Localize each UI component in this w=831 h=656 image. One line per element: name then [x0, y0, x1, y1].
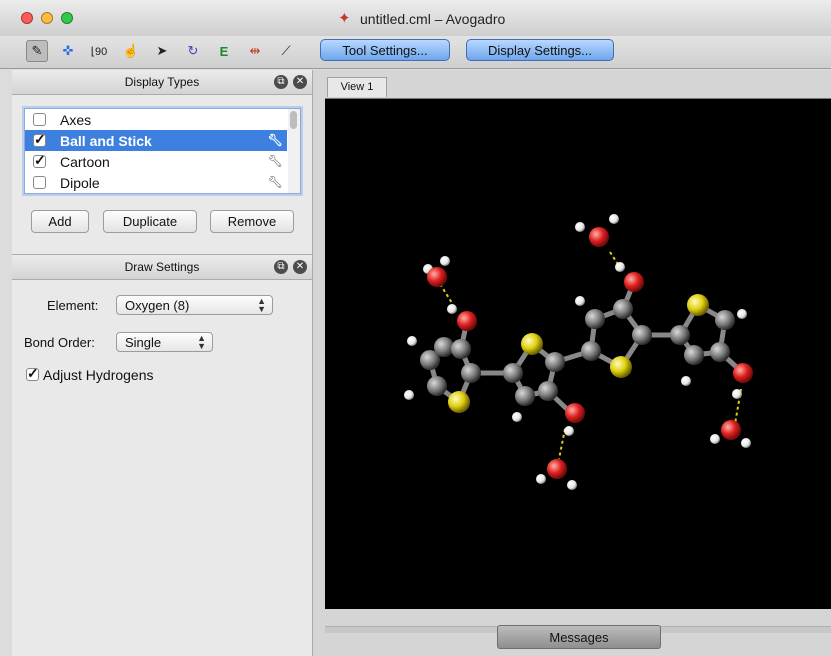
adjust-hydrogens-checkbox[interactable]	[26, 365, 39, 382]
list-item[interactable]: Cartoon 🔧︎	[25, 151, 287, 172]
manipulate-tool-icon: ☝	[122, 43, 140, 58]
list-item[interactable]: Axes	[25, 109, 287, 130]
measure-tool-button[interactable]: ⌊90	[88, 40, 110, 62]
optimize-tool-button[interactable]: E	[213, 40, 235, 62]
select-arrows-icon: ▲▼	[197, 333, 206, 351]
manipulate-tool-button[interactable]: ☝	[120, 40, 142, 62]
rotate-tool-icon: ↻	[187, 43, 199, 58]
toolbar: ✎ ✜ ⌊90 ☝ ➤ ↻ E ⇹ ⟋ Tool Settings... Dis…	[0, 36, 831, 69]
list-scrollbar[interactable]	[288, 109, 300, 193]
scrollbar-thumb[interactable]	[290, 111, 297, 129]
display-types-header: Display Types ⧉ ✕	[12, 70, 312, 95]
display-type-checkbox[interactable]	[33, 152, 46, 169]
display-types-title: Display Types	[124, 75, 200, 89]
add-button[interactable]: Add	[31, 210, 89, 233]
display-type-label: Dipole	[60, 174, 100, 191]
molecule-viewport[interactable]	[325, 98, 831, 609]
tab-view-1[interactable]: View 1	[327, 77, 387, 97]
element-label: Element:	[47, 298, 99, 313]
navigate-tool-icon: ✜	[62, 43, 74, 58]
zoom-window-button[interactable]	[61, 12, 73, 24]
bond-order-select[interactable]: Single ▲▼	[116, 332, 213, 352]
draw-tool-icon: ✎	[31, 43, 43, 58]
display-type-checkbox[interactable]	[33, 131, 46, 148]
select-tool-icon: ➤	[156, 43, 168, 58]
remove-button[interactable]: Remove	[210, 210, 294, 233]
avogadro-logo-icon: ✦	[338, 10, 351, 27]
align-tool-icon: ⇹	[249, 43, 261, 58]
messages-button[interactable]: Messages	[497, 625, 661, 649]
adjust-hydrogens-label: Adjust Hydrogens	[43, 367, 154, 383]
duplicate-button[interactable]: Duplicate	[103, 210, 197, 233]
view-area: View 1	[313, 70, 831, 656]
bond-order-value: Single	[125, 334, 162, 350]
element-value: Oxygen (8)	[125, 297, 190, 313]
title-bar: ✦ untitled.cml – Avogadro	[0, 0, 831, 37]
float-panel-icon[interactable]: ⧉	[274, 75, 288, 89]
display-type-label: Axes	[60, 111, 92, 128]
element-select[interactable]: Oxygen (8) ▲▼	[116, 295, 273, 315]
bond-tool-icon: ⟋	[281, 43, 291, 58]
display-type-label: Ball and Stick	[60, 132, 152, 149]
wrench-icon[interactable]: 🔧︎	[267, 175, 283, 189]
left-dock-panel: Display Types ⧉ ✕ Axes Ball and Stick 🔧︎…	[12, 70, 313, 656]
align-tool-button[interactable]: ⇹	[244, 40, 266, 62]
tool-settings-button[interactable]: Tool Settings...	[320, 39, 450, 61]
select-arrows-icon: ▲▼	[257, 296, 266, 314]
display-type-checkbox[interactable]	[33, 176, 46, 189]
navigate-tool-button[interactable]: ✜	[57, 40, 79, 62]
close-panel-icon[interactable]: ✕	[293, 260, 307, 274]
select-tool-button[interactable]: ➤	[151, 40, 173, 62]
bond-tool-button[interactable]: ⟋	[275, 40, 297, 62]
display-types-list[interactable]: Axes Ball and Stick 🔧︎ Cartoon 🔧︎ Dipole…	[24, 108, 301, 194]
display-settings-button[interactable]: Display Settings...	[466, 39, 614, 61]
minimize-window-button[interactable]	[41, 12, 53, 24]
list-item[interactable]: Dipole 🔧︎	[25, 172, 287, 193]
close-panel-icon[interactable]: ✕	[293, 75, 307, 89]
measure-tool-icon: ⌊90	[90, 45, 108, 58]
wrench-icon[interactable]: 🔧︎	[267, 133, 283, 147]
window-title: untitled.cml – Avogadro	[360, 11, 506, 27]
draw-settings-header: Draw Settings ⧉ ✕	[12, 254, 312, 280]
display-type-checkbox[interactable]	[33, 113, 46, 126]
draw-tool-button[interactable]: ✎	[26, 40, 48, 62]
atoms	[404, 214, 753, 490]
molecule-render	[404, 214, 753, 490]
bond-order-label: Bond Order:	[24, 335, 95, 350]
optimize-tool-icon: E	[219, 43, 229, 59]
draw-settings-title: Draw Settings	[124, 260, 200, 274]
close-window-button[interactable]	[21, 12, 33, 24]
float-panel-icon[interactable]: ⧉	[274, 260, 288, 274]
rotate-tool-button[interactable]: ↻	[182, 40, 204, 62]
wrench-icon[interactable]: 🔧︎	[267, 154, 283, 168]
display-type-label: Cartoon	[60, 153, 110, 170]
list-item[interactable]: Ball and Stick 🔧︎	[25, 130, 287, 151]
